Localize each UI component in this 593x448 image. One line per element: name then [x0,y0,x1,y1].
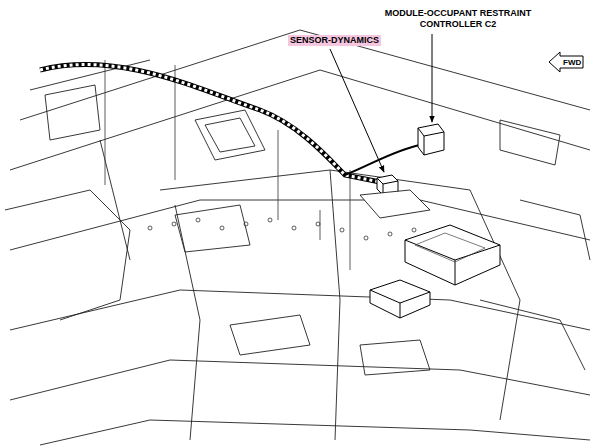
part-label: MODULE-OCCUPANT RESTRAINT CONTROLLER C2 [378,8,538,30]
part-label: SENSOR-DYNAMICS [288,35,381,46]
direction-label: FWD [563,57,581,68]
